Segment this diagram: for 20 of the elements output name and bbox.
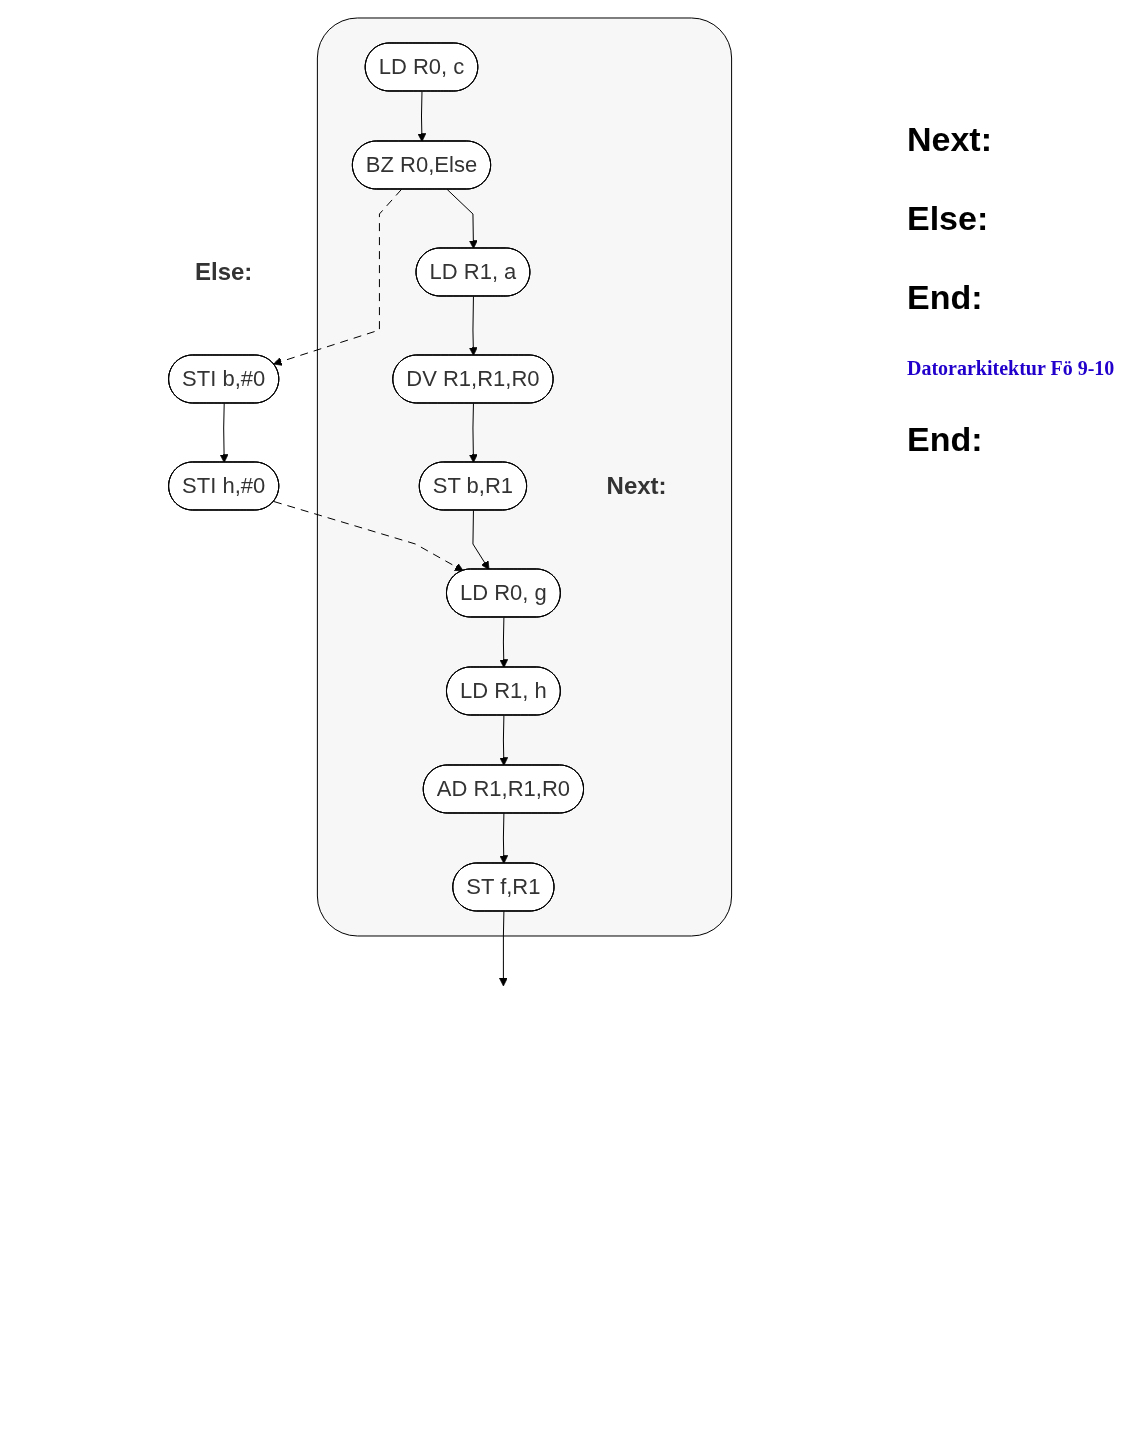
jump-label: Else: [907, 199, 990, 238]
jump-label: End: [907, 420, 984, 459]
arrow [469, 403, 478, 463]
footer-text: Datorarkitektur Fö 9-10 [907, 357, 1116, 380]
arrow [499, 715, 509, 766]
arrow [446, 189, 478, 249]
node-label: Else: [195, 258, 253, 285]
arrow [499, 617, 509, 668]
jump-label: Next: [907, 120, 994, 159]
arrow [469, 296, 478, 356]
arrow [273, 189, 403, 366]
arrow [219, 403, 229, 463]
arrow [417, 91, 427, 142]
cluster [317, 17, 733, 937]
arrow [273, 501, 464, 572]
jump-label: End: [907, 278, 984, 317]
node-label: Next: [606, 471, 667, 499]
arrow [499, 813, 509, 864]
arrow [472, 510, 490, 570]
arrow [499, 911, 508, 987]
